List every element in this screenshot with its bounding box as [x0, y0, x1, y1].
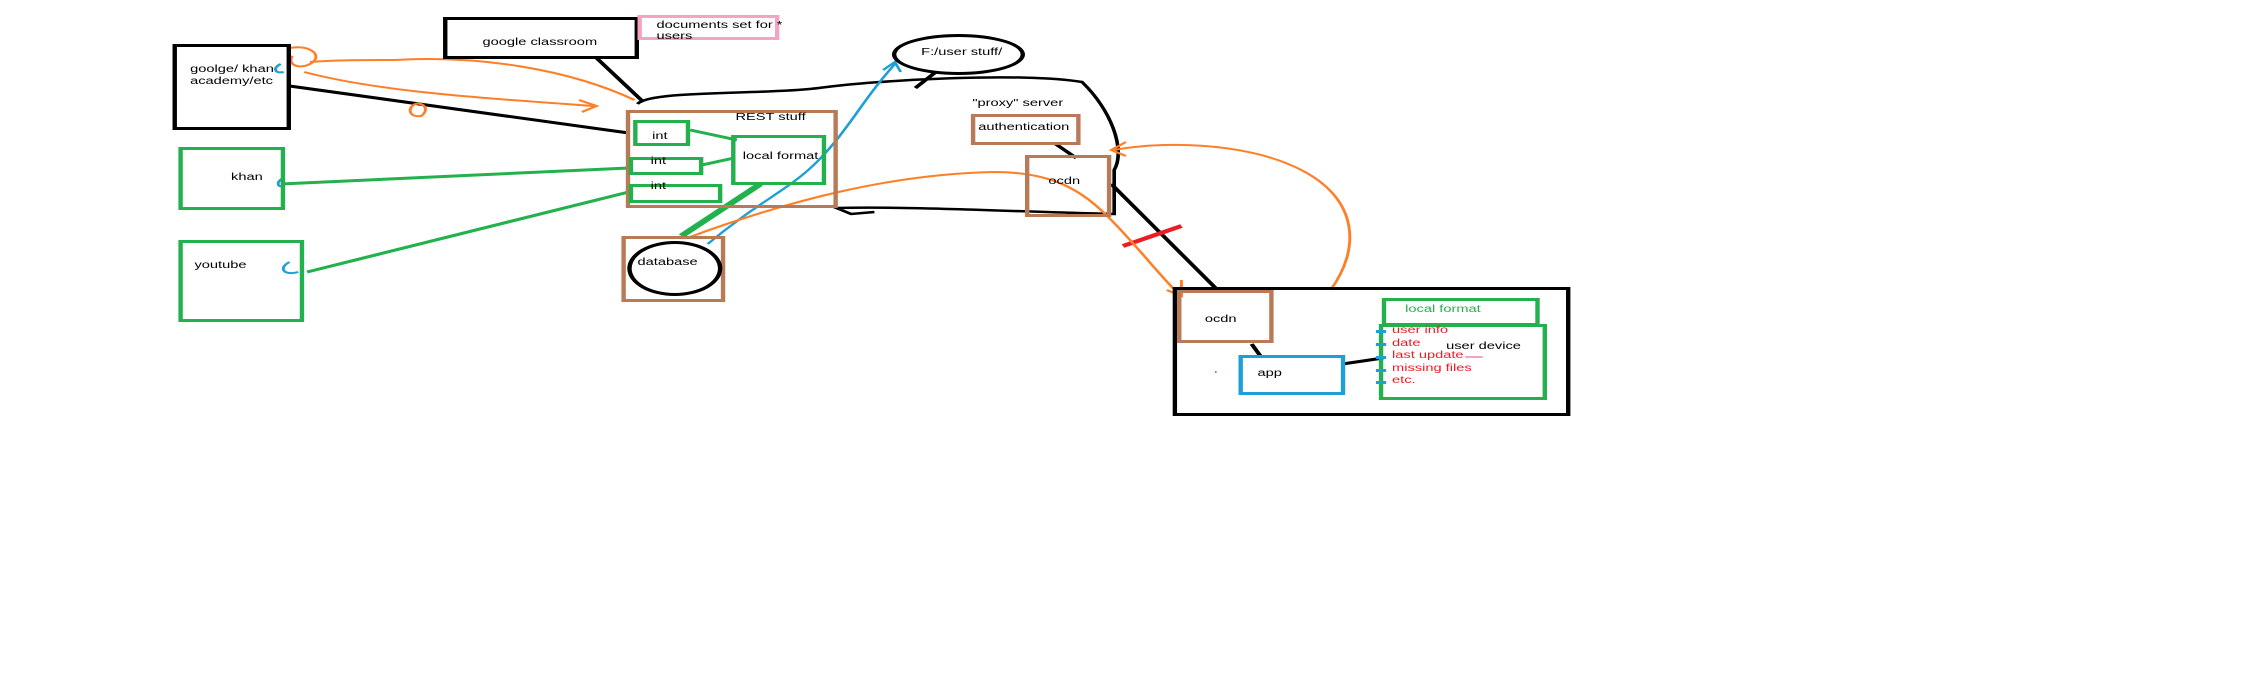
blue-mark-google — [274, 63, 285, 74]
google-khan-academy-node — [172, 44, 291, 130]
int-2-label: int — [650, 156, 667, 167]
local-format-device-label: local format — [1405, 304, 1481, 315]
int-1-box — [633, 120, 691, 146]
database-label: database — [637, 257, 698, 268]
blue-mark-youtube — [281, 261, 299, 274]
database-ellipse — [627, 241, 723, 296]
proxy-server-outline — [635, 76, 1120, 216]
device-list-item: date — [1392, 338, 1421, 349]
link-classroom-to-rest — [594, 57, 646, 103]
ocdn-server-label: ocdn — [1048, 176, 1081, 187]
link-localformat-to-database — [678, 182, 763, 238]
sync-rest-to-google — [309, 58, 636, 101]
ocdn-device-label: ocdn — [1204, 314, 1237, 325]
device-list-item: missing files — [1392, 363, 1472, 374]
authentication-box — [970, 114, 1081, 145]
link-khan-to-rest — [280, 166, 629, 186]
khan-label: khan — [231, 172, 263, 183]
int-3-label: int — [650, 181, 667, 192]
user-device-label: user device — [1446, 341, 1521, 352]
database-box — [621, 236, 726, 302]
app-box — [1238, 355, 1346, 395]
arrowhead-server-ocdn — [1108, 141, 1127, 157]
documents-note-label: documents set for * users — [656, 20, 783, 42]
google-classroom-label: google classroom — [482, 37, 598, 48]
local-format-server-box — [731, 135, 827, 185]
device-container — [1172, 287, 1571, 416]
ocdn-server-box — [1025, 155, 1112, 217]
list-tick-2 — [1375, 343, 1387, 346]
youtube-label: youtube — [194, 260, 247, 271]
list-tick-5 — [1375, 381, 1387, 384]
device-list-item: etc. — [1392, 375, 1416, 386]
link-ocdn-to-app — [1249, 343, 1263, 357]
user-stuff-label: F:/user stuff/ — [921, 47, 1003, 58]
documents-note-box — [637, 15, 780, 40]
app-label: app — [1257, 368, 1282, 379]
link-ocdn-to-ocdn — [1109, 183, 1219, 290]
sync-database-to-device-ocdn — [686, 170, 1180, 295]
link-app-to-user-device — [1341, 356, 1384, 366]
rest-stuff-label: REST stuff — [735, 112, 806, 123]
link-youtube-to-rest — [306, 190, 630, 274]
ocdn-device-box — [1177, 290, 1274, 343]
youtube-node — [178, 240, 305, 322]
int-1-label: int — [652, 131, 668, 142]
int-2-box — [628, 157, 704, 175]
list-tick-3 — [1375, 356, 1387, 359]
khan-node — [178, 147, 286, 210]
link-int2-to-localformat — [701, 156, 735, 167]
google-classroom-node — [443, 17, 639, 59]
device-list-item: last update — [1392, 350, 1464, 361]
sync-device-to-server-ocdn — [1113, 143, 1352, 291]
sync-google-loop — [289, 46, 318, 68]
authentication-label: authentication — [978, 122, 1070, 133]
user-device-box — [1378, 324, 1548, 400]
sync-google-to-rest — [303, 71, 594, 107]
user-stuff-bubble — [891, 34, 1026, 75]
link-int1-to-localformat — [689, 128, 738, 142]
arrowhead-rest — [578, 99, 600, 113]
google-khan-academy-label: goolge/ khan academy/etc — [190, 64, 274, 87]
link-google-khan-to-rest — [289, 84, 630, 135]
list-tick-4 — [1375, 369, 1387, 372]
rest-stuff-box — [625, 110, 838, 208]
int-3-box — [628, 184, 723, 203]
list-tick-1 — [1375, 330, 1387, 333]
proxy-server-label: "proxy" server — [972, 98, 1064, 109]
sync-mark — [408, 102, 427, 118]
link-database-to-userstuff — [706, 63, 897, 245]
local-format-server-label: local format — [742, 151, 819, 162]
arrowhead-userstuff — [882, 60, 903, 73]
device-list-item: user info — [1392, 325, 1449, 336]
